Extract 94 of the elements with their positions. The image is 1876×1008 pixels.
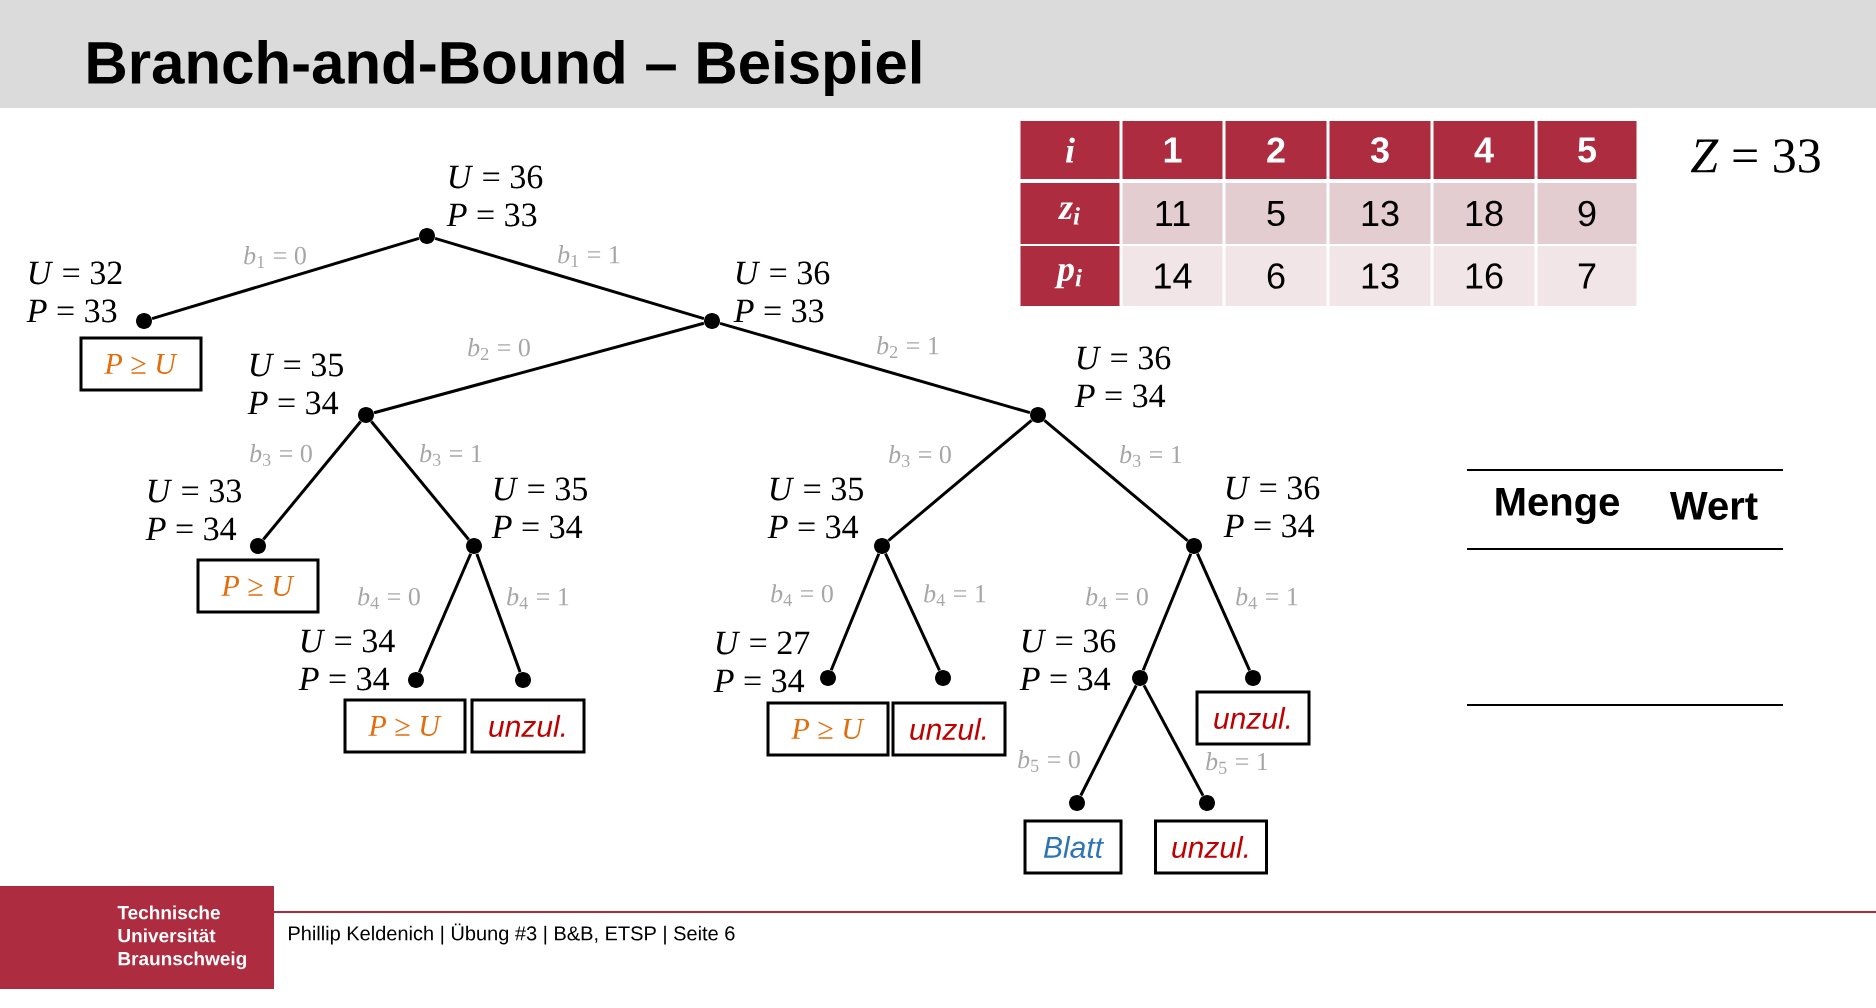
edge-label: b$_{4}$ = 0 [771,584,833,606]
bound-values: U = 35 P = 34 [491,477,587,539]
tree-edge [151,237,420,321]
edge-label: b$_{1}$ = 0 [244,246,306,268]
tree-node-dot [515,672,531,688]
tree-node-dot [874,538,890,554]
bound-values: U = 36 P = 33 [733,261,830,323]
tree-node-dot [935,670,951,686]
table-cell: 18 [1433,183,1535,244]
result-box: Blatt [1023,819,1123,875]
edge-label: b$_{4}$ = 0 [1086,587,1148,609]
formula-label: Z = 33 [1690,139,1820,173]
table-cell: 4 [1433,121,1535,179]
table-cell: 14 [1122,246,1223,306]
tree-edge [1142,684,1205,797]
table-cell: 11 [1122,183,1223,244]
edge-label: b$_{3}$ = 1 [1120,445,1182,467]
result-box: unzul. [1154,819,1268,875]
tree-edge [434,236,705,321]
table-cell: 3 [1329,121,1431,179]
tree-edge [1141,553,1193,671]
tree-edge [370,420,470,541]
bound-values: U = 36 P = 33 [446,165,543,227]
tree-edge [884,553,941,671]
edge-label: b$_{4}$ = 1 [507,587,569,609]
table-cell: 13 [1329,183,1431,244]
bound-values: U = 35 P = 34 [767,477,863,539]
bound-values: U = 32 P = 33 [26,261,122,323]
tree-edge [262,420,362,541]
bound-values: U = 27 P = 34 [713,631,810,693]
tree-edge [373,321,705,415]
edge-label: b$_{4}$ = 1 [1236,587,1298,609]
tree-node-dot [1186,538,1202,554]
column-header: Wert [1669,492,1758,520]
tree-node-dot [1030,407,1046,423]
table-cell: p$_{i}$ [1020,246,1120,306]
tree-edge [887,419,1033,542]
tree-node-dot [136,313,152,329]
result-box: unzul. [891,701,1007,757]
bound-values: U = 36 P = 34 [1074,346,1171,408]
table-cell: z$_{i}$ [1020,183,1120,244]
university-name-block: Technische Universität Braunschweig [0,886,274,989]
result-box: P ≥ U [196,558,320,614]
bound-values: U = 34 P = 34 [298,629,395,691]
bound-values: U = 35 P = 34 [247,353,343,415]
tree-node-dot [704,313,720,329]
tree-edge [719,321,1031,415]
table-cell: i [1020,121,1120,179]
tree-node-dot [1132,670,1148,686]
table-cell: 5 [1537,121,1637,179]
edge-label: b$_{3}$ = 0 [889,445,951,467]
tree-node-dot [466,538,482,554]
edge-label: b$_{4}$ = 1 [924,584,986,606]
tree-node-dot [419,228,435,244]
bound-values: U = 33 P = 34 [145,479,241,541]
tree-edge [1196,553,1251,671]
tree-node-dot [250,538,266,554]
edge-label: b$_{3}$ = 1 [420,444,482,466]
tree-node-dot [408,672,424,688]
table-cell: 13 [1329,246,1431,306]
result-box: unzul. [470,698,586,754]
edge-label: b$_{5}$ = 1 [1206,752,1268,774]
result-box: unzul. [1195,690,1311,746]
edge-label: b$_{2}$ = 0 [468,338,530,360]
tree-node-dot [358,407,374,423]
table-cell: 5 [1225,183,1327,244]
bound-values: U = 36 P = 34 [1223,476,1320,538]
table-cell: 1 [1122,121,1223,179]
table-cell: 6 [1225,246,1327,306]
table-cell: 7 [1537,246,1637,306]
table-cell: 16 [1433,246,1535,306]
tree-node-dot [1199,795,1215,811]
result-box: P ≥ U [766,701,890,757]
edge-label: b$_{4}$ = 0 [358,587,420,609]
result-box: P ≥ U [79,336,203,392]
tree-edge [475,553,522,673]
column-header: Menge [1496,488,1619,524]
footer-text: Phillip Keldenich | Übung #3 | B&B, ETSP | Seite 6 [289,923,735,945]
tree-node-dot [1069,795,1085,811]
table-cell: 2 [1225,121,1327,179]
title: Branch-and-Bound – Beispiel [88,40,921,96]
edge-label: b$_{1}$ = 1 [558,245,620,267]
edge-label: b$_{5}$ = 0 [1018,750,1080,772]
tree-node-dot [820,670,836,686]
tree-edge [829,553,881,671]
tree-edge [417,553,473,673]
edge-label: b$_{3}$ = 0 [250,444,312,466]
tree-node-dot [1245,670,1261,686]
bound-values: U = 36 P = 34 [1019,629,1116,691]
tree-edge [1079,684,1138,797]
edge-label: b$_{2}$ = 1 [877,336,939,358]
table-cell: 9 [1537,183,1637,244]
tree-edge [1043,419,1189,542]
result-box: P ≥ U [343,698,467,754]
